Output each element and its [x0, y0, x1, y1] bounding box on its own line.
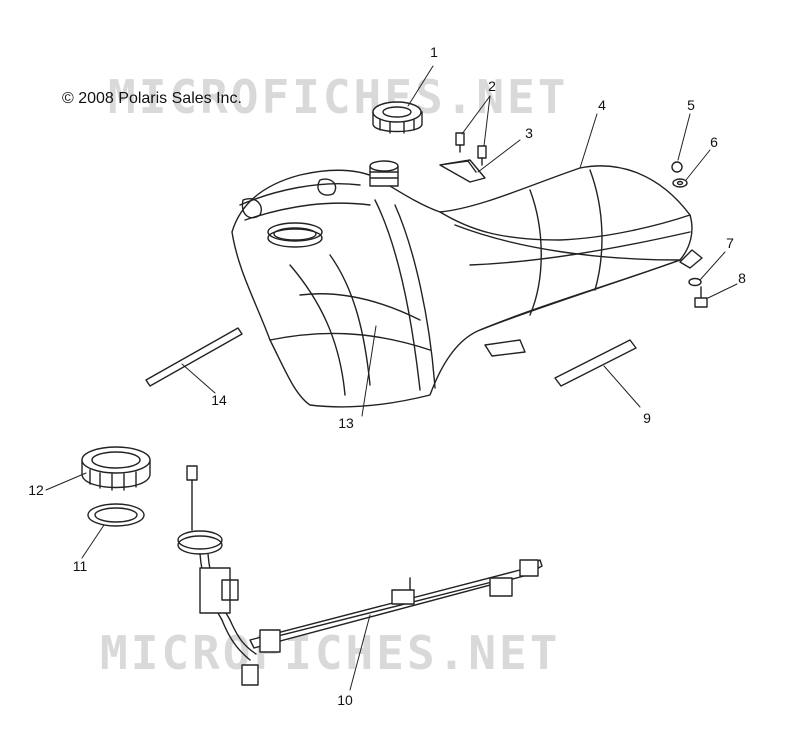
callout-3: 3 [525, 125, 533, 141]
fuel-pump-assembly [177, 465, 543, 686]
callout-2: 2 [488, 78, 496, 94]
vent-fitting [369, 160, 399, 187]
lock-ring [81, 446, 151, 491]
washer-upper [672, 178, 688, 188]
vent-hose [145, 327, 243, 387]
copyright-notice: © 2008 Polaris Sales Inc. [62, 90, 242, 107]
callout-8: 8 [738, 270, 746, 286]
washer-lower [688, 277, 702, 287]
gasket [87, 503, 145, 527]
leader-lines [45, 65, 738, 691]
callout-13: 13 [338, 415, 354, 431]
foam-pad [554, 339, 637, 387]
callout-10: 10 [337, 692, 353, 708]
callout-12: 12 [28, 482, 44, 498]
callout-7: 7 [726, 235, 734, 251]
callout-14: 14 [211, 392, 227, 408]
callout-1: 1 [430, 44, 438, 60]
callout-6: 6 [710, 134, 718, 150]
callout-11: 11 [72, 558, 88, 574]
callout-4: 4 [598, 97, 606, 113]
bolt [694, 286, 708, 308]
mounting-screws [455, 132, 487, 166]
watermark-bottom: MICROFICHES.NET [100, 626, 561, 680]
fuel-tank [231, 165, 703, 408]
filler-neck [267, 222, 323, 248]
fuel-cap [372, 101, 423, 134]
callout-9: 9 [643, 410, 651, 426]
nut [671, 161, 683, 173]
callout-5: 5 [687, 97, 695, 113]
bracket [439, 159, 486, 183]
